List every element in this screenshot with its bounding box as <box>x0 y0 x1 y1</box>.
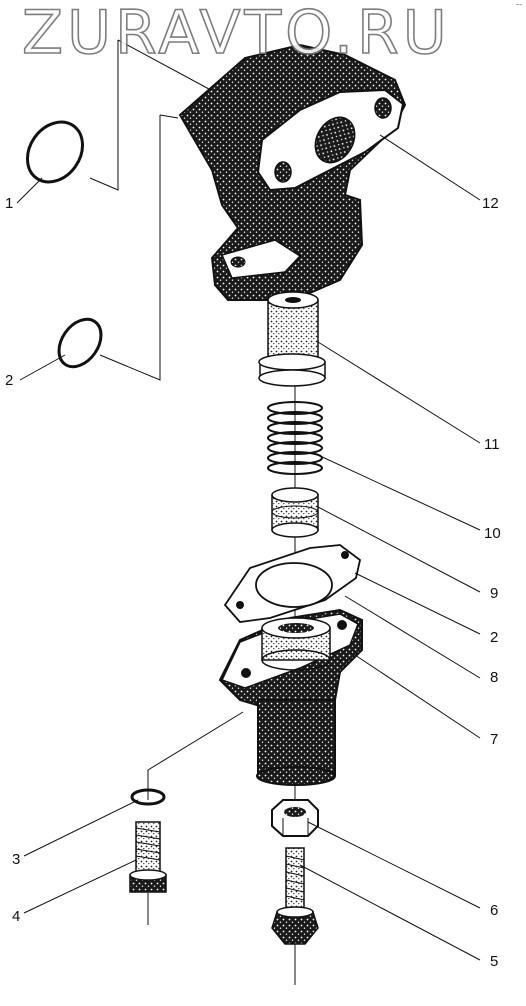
callout-4: 4 <box>12 908 21 925</box>
corner-mark: ~- <box>515 2 522 9</box>
housing-part-12 <box>178 43 407 301</box>
o-ring-part-2-upper <box>57 317 103 369</box>
gasket-part-2-lower <box>223 544 362 623</box>
sleeve-part-11 <box>258 291 326 387</box>
callout-10: 10 <box>484 525 501 542</box>
callout-2-upper: 2 <box>5 372 14 389</box>
callout-5: 5 <box>490 953 499 970</box>
nut-part-6 <box>271 799 319 837</box>
site-watermark: ZURAVTO.RU <box>21 0 451 69</box>
screw-part-5 <box>271 847 319 945</box>
callout-1: 1 <box>5 195 14 212</box>
callout-6: 6 <box>490 902 499 919</box>
callout-3: 3 <box>12 851 21 868</box>
callout-leader-lines <box>16 134 481 961</box>
valve-part-9 <box>271 487 319 538</box>
base-part-7 <box>218 608 363 786</box>
callout-7: 7 <box>490 731 499 748</box>
o-ring-part-1 <box>25 120 85 184</box>
callout-11: 11 <box>484 436 500 453</box>
bolt-part-4 <box>129 821 167 893</box>
lock-washer-part-3 <box>130 788 166 806</box>
callout-12: 12 <box>482 195 499 212</box>
callout-2-lower: 2 <box>490 629 499 646</box>
callout-9: 9 <box>490 585 499 602</box>
callout-8: 8 <box>490 669 499 686</box>
spring-part-10 <box>267 401 323 475</box>
